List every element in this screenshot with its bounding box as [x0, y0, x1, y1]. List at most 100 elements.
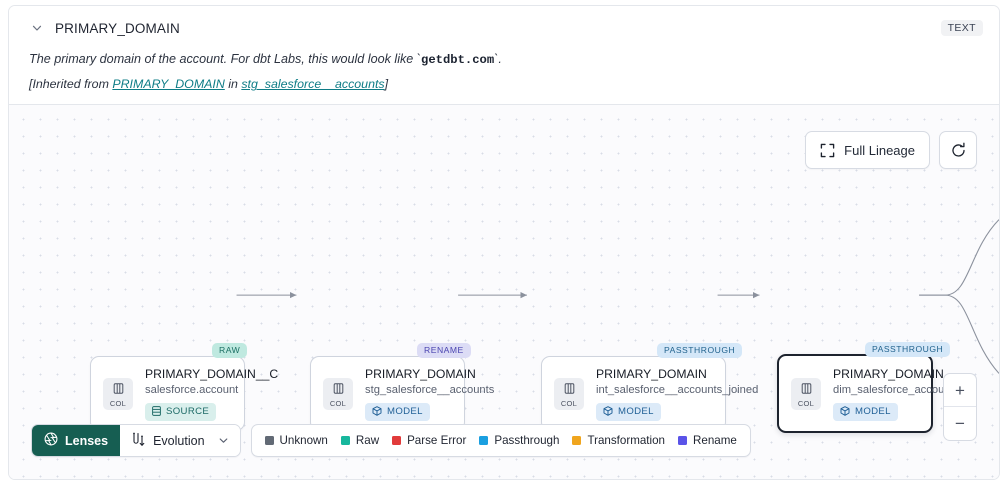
full-lineage-label: Full Lineage: [844, 142, 915, 158]
legend-label: Rename: [693, 434, 737, 447]
node-type-tag: MODEL: [596, 402, 661, 422]
expand-icon: [820, 143, 835, 158]
column-type-badge: TEXT: [940, 19, 983, 37]
zoom-controls: + −: [943, 373, 977, 441]
legend-label: Unknown: [279, 434, 328, 447]
canvas-toolbar: Full Lineage: [805, 131, 977, 170]
inherited-model-link[interactable]: stg_salesforce__accounts: [241, 77, 385, 92]
database-icon: [152, 405, 161, 419]
node-kind-badge: COL: [791, 377, 821, 410]
legend-item: Passthrough: [479, 434, 559, 447]
lineage-node-stg-salesforce-accounts[interactable]: COL PRIMARY_DOMAIN stg_salesforce__accou…: [310, 356, 495, 432]
node-kind-badge: COL: [554, 377, 584, 410]
cube-icon: [372, 405, 382, 419]
cube-icon: [840, 405, 850, 419]
inherited-from-note: [Inherited from PRIMARY_DOMAIN in stg_sa…: [29, 77, 983, 91]
legend-swatch: [678, 436, 688, 445]
description-text-post: `.: [494, 52, 502, 66]
full-lineage-button[interactable]: Full Lineage: [805, 131, 930, 170]
lineage-canvas[interactable]: Full Lineage + −: [9, 104, 999, 479]
node-pill-passthrough: PASSTHROUGH: [657, 343, 743, 359]
zoom-in-button[interactable]: +: [944, 374, 976, 407]
refresh-button[interactable]: [939, 131, 977, 170]
node-column-name: PRIMARY_DOMAIN: [365, 366, 476, 381]
legend-swatch: [479, 436, 489, 445]
node-type-tag: MODEL: [365, 402, 430, 422]
zoom-out-button[interactable]: −: [955, 414, 965, 433]
node-source-name: stg_salesforce__accounts: [365, 383, 495, 396]
inherit-suffix: ]: [384, 77, 389, 92]
edge-layer: [236, 219, 999, 375]
legend-swatch: [264, 436, 274, 445]
column-icon: [332, 381, 345, 399]
node-kind-label: COL: [109, 398, 127, 408]
inherit-prefix: [Inherited from: [29, 77, 113, 92]
node-column-name: PRIMARY_DOMAIN: [833, 366, 944, 381]
lineage-node-dim-salesforce-accounts[interactable]: COL PRIMARY_DOMAIN dim_salesforce_accoun…: [777, 354, 960, 434]
description-code: getdbt.com: [421, 53, 495, 67]
node-source-name: dim_salesforce_accounts: [833, 383, 960, 396]
lineage-graph: RAW COL PRIMARY_DOMAIN__C: [9, 105, 999, 479]
legend-item: Transformation: [572, 434, 665, 447]
node-column-name: PRIMARY_DOMAIN: [596, 366, 707, 381]
node-column-name: PRIMARY_DOMAIN__C: [145, 366, 279, 381]
column-icon: [112, 381, 125, 399]
legend-swatch: [572, 436, 582, 445]
node-type-tag: MODEL: [833, 402, 898, 422]
legend-item: Rename: [678, 434, 737, 447]
evolution-label: Evolution: [153, 433, 205, 448]
node-body: PRIMARY_DOMAIN int_salesforce__accounts_…: [596, 366, 758, 422]
lenses-button[interactable]: Lenses: [32, 425, 121, 456]
page-title: PRIMARY_DOMAIN: [55, 20, 180, 36]
lenses-label: Lenses: [65, 433, 109, 448]
node-type-tag-label: SOURCE: [166, 406, 210, 418]
node-type-tag-label: MODEL: [387, 406, 423, 418]
node-pill-raw: RAW: [212, 343, 248, 359]
legend-label: Transformation: [587, 434, 666, 447]
panel-header: PRIMARY_DOMAIN TEXT The primary domain o…: [9, 6, 999, 105]
lineage-node-salesforce-account[interactable]: COL PRIMARY_DOMAIN__C salesforce.account: [90, 356, 279, 432]
legend-item: Unknown: [264, 434, 328, 447]
flow-icon: [131, 432, 146, 450]
node-type-tag-label: MODEL: [618, 406, 654, 418]
legend-label: Parse Error: [407, 434, 467, 447]
legend-label: Raw: [355, 434, 380, 447]
inherited-column-link[interactable]: PRIMARY_DOMAIN: [112, 77, 225, 92]
edge-4-fanout: [919, 219, 999, 375]
column-icon: [800, 381, 813, 399]
legend-swatch: [340, 436, 350, 445]
node-body: PRIMARY_DOMAIN dim_salesforce_accounts M…: [833, 366, 960, 422]
legend-label: Passthrough: [494, 434, 560, 447]
node-type-tag: SOURCE: [145, 402, 217, 422]
node-type-tag-label: MODEL: [855, 406, 891, 418]
node-kind-label: COL: [560, 398, 578, 408]
cube-icon: [603, 405, 613, 419]
header-top-row: PRIMARY_DOMAIN TEXT: [29, 17, 983, 39]
description-text-pre: The primary domain of the account. For d…: [29, 52, 421, 66]
canvas-bottom-bar: Lenses Evolution: [31, 424, 751, 457]
legend-swatch: [392, 436, 402, 445]
node-kind-label: COL: [797, 398, 815, 408]
inherit-middle: in: [224, 77, 242, 92]
node-kind-label: COL: [329, 398, 347, 408]
node-kind-badge: COL: [103, 377, 133, 410]
lineage-legend: Unknown Raw Parse Error Passthrough: [250, 424, 751, 457]
refresh-icon: [950, 142, 967, 159]
aperture-icon: [44, 432, 58, 449]
node-body: PRIMARY_DOMAIN stg_salesforce__accounts …: [365, 366, 495, 422]
evolution-dropdown[interactable]: Evolution: [120, 425, 240, 456]
node-pill-passthrough-selected: PASSTHROUGH: [865, 342, 951, 358]
column-detail-panel: PRIMARY_DOMAIN TEXT The primary domain o…: [8, 5, 1000, 480]
legend-item: Raw: [340, 434, 380, 447]
chevron-down-icon[interactable]: [29, 20, 45, 36]
column-icon: [563, 381, 576, 399]
chevron-down-icon[interactable]: [218, 435, 229, 446]
lens-control-group: Lenses Evolution: [31, 424, 241, 457]
legend-item: Parse Error: [392, 434, 466, 447]
node-pill-rename: RENAME: [417, 343, 471, 359]
node-source-name: salesforce.account: [145, 383, 239, 396]
node-kind-badge: COL: [323, 377, 353, 410]
node-body: PRIMARY_DOMAIN__C salesforce.account SOU: [145, 366, 279, 422]
lineage-node-int-salesforce-accounts-joined[interactable]: COL PRIMARY_DOMAIN int_salesforce__accou…: [541, 356, 758, 432]
